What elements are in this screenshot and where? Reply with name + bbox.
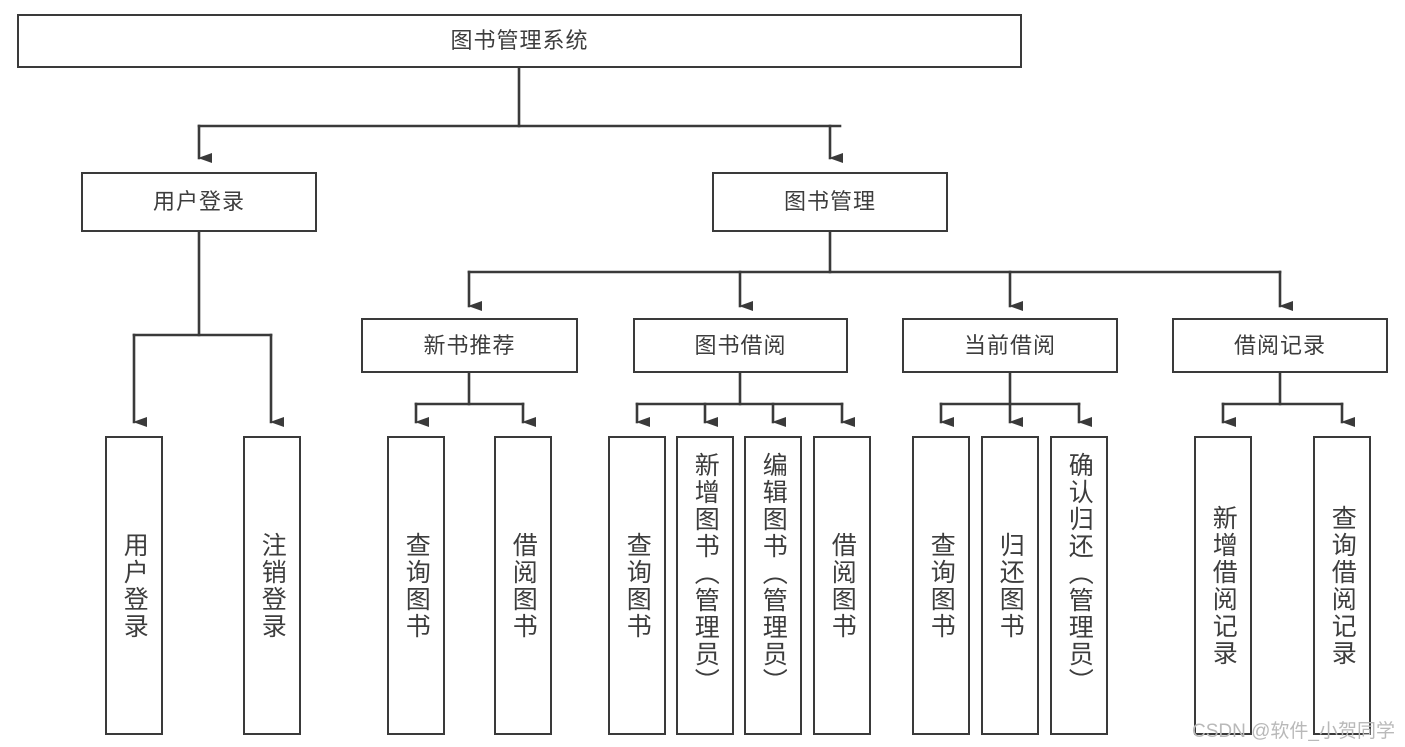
leaf-user-login-logout[interactable]: 注销登录: [243, 436, 301, 735]
leaf-current-return-book-label: 归还图书: [996, 531, 1025, 640]
node-book-management-label: 图书管理: [783, 189, 876, 215]
leaf-borrow-query-book-label: 查询图书: [623, 531, 652, 640]
leaf-borrow-edit-book-admin[interactable]: 编辑图书（管理员）: [744, 436, 802, 735]
leaf-new-book-query-label: 查询图书: [402, 531, 431, 640]
leaf-records-add-record[interactable]: 新增借阅记录: [1194, 436, 1252, 735]
leaf-borrow-add-book-admin[interactable]: 新增图书（管理员）: [676, 436, 734, 735]
node-book-borrow-label: 图书借阅: [694, 332, 787, 358]
leaf-borrow-edit-book-admin-label: 编辑图书（管理员）: [759, 452, 788, 695]
node-user-login-label: 用户登录: [152, 189, 245, 215]
leaf-records-add-record-label: 新增借阅记录: [1209, 504, 1238, 667]
node-root-book-management-system[interactable]: 图书管理系统: [17, 14, 1022, 68]
leaf-records-query-record[interactable]: 查询借阅记录: [1313, 436, 1371, 735]
leaf-user-login-login[interactable]: 用户登录: [105, 436, 163, 735]
leaf-new-book-borrow[interactable]: 借阅图书: [494, 436, 552, 735]
csdn-watermark: CSDN @软件_小贺同学: [1192, 721, 1395, 742]
node-root-label: 图书管理系统: [450, 28, 589, 54]
leaf-current-query-book[interactable]: 查询图书: [912, 436, 970, 735]
leaf-new-book-borrow-label: 借阅图书: [509, 531, 538, 640]
leaf-borrow-borrow-book-label: 借阅图书: [828, 531, 857, 640]
node-current-borrow[interactable]: 当前借阅: [902, 318, 1118, 373]
leaf-current-query-book-label: 查询图书: [927, 531, 956, 640]
leaf-current-confirm-return-admin[interactable]: 确认归还（管理员）: [1050, 436, 1108, 735]
node-borrow-records[interactable]: 借阅记录: [1172, 318, 1388, 373]
leaf-current-return-book[interactable]: 归还图书: [981, 436, 1039, 735]
node-new-book-recommend-label: 新书推荐: [423, 332, 516, 358]
leaf-borrow-borrow-book[interactable]: 借阅图书: [813, 436, 871, 735]
leaf-user-login-logout-label: 注销登录: [258, 531, 287, 640]
leaf-current-confirm-return-admin-label: 确认归还（管理员）: [1065, 452, 1094, 695]
node-borrow-records-label: 借阅记录: [1233, 332, 1326, 358]
node-book-borrow[interactable]: 图书借阅: [633, 318, 848, 373]
leaf-borrow-add-book-admin-label: 新增图书（管理员）: [691, 452, 720, 695]
leaf-new-book-query[interactable]: 查询图书: [387, 436, 445, 735]
node-book-management[interactable]: 图书管理: [712, 172, 948, 232]
leaf-borrow-query-book[interactable]: 查询图书: [608, 436, 666, 735]
node-current-borrow-label: 当前借阅: [963, 332, 1056, 358]
node-new-book-recommend[interactable]: 新书推荐: [361, 318, 578, 373]
leaf-records-query-record-label: 查询借阅记录: [1328, 504, 1357, 667]
node-user-login[interactable]: 用户登录: [81, 172, 317, 232]
leaf-user-login-login-label: 用户登录: [120, 531, 149, 640]
